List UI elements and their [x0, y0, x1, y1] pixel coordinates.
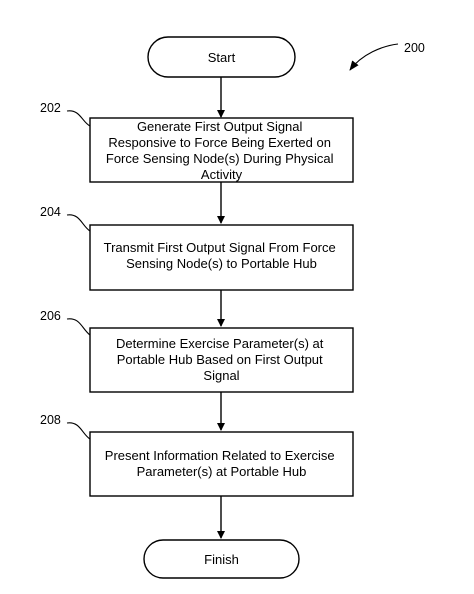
step-ref-leader-206	[66, 318, 91, 336]
svg-text:Determine Exercise Parameter(s: Determine Exercise Parameter(s) at Porta…	[116, 336, 327, 383]
step-208-line-1: Present Information Related to Exercise	[105, 448, 335, 463]
svg-text:Transmit First Output Signal F: Transmit First Output Signal From Force …	[104, 240, 340, 271]
step-206-line-2: Portable Hub Based on First Output	[117, 352, 323, 367]
start-terminal: Start	[147, 36, 296, 78]
start-label: Start	[208, 50, 236, 65]
process-box-208	[89, 431, 354, 497]
step-ref-label-206: 206	[40, 309, 61, 323]
step-202-line-4: Activity	[201, 167, 243, 182]
process-box-206	[89, 327, 354, 393]
step-202-line-2: Responsive to Force Being Exerted on	[108, 135, 331, 150]
svg-text:Generate First Output Signal: Generate First Output Signal Responsive …	[106, 119, 337, 182]
process-box-202	[89, 117, 354, 183]
finish-terminal: Finish	[143, 539, 300, 579]
step-202-line-1: Generate First Output Signal	[137, 119, 303, 134]
step-ref-label-204: 204	[40, 205, 61, 219]
step-204-line-2: Sensing Node(s) to Portable Hub	[126, 256, 317, 271]
step-208-line-2: Parameter(s) at Portable Hub	[137, 464, 307, 479]
step-206-line-1: Determine Exercise Parameter(s) at	[116, 336, 324, 351]
finish-label: Finish	[204, 552, 239, 567]
step-206: 206 Determine Exercise Parameter(s) at P…	[40, 309, 354, 393]
step-206-line-3: Signal	[203, 368, 239, 383]
step-204: 204 Transmit First Output Signal From Fo…	[40, 205, 354, 291]
step-202: 202 Generate First Output Signal Respons…	[40, 101, 354, 183]
step-ref-leader-208	[66, 422, 91, 440]
step-ref-leader-204	[66, 214, 91, 232]
step-208: 208 Present Information Related to Exerc…	[40, 413, 354, 497]
step-204-line-1: Transmit First Output Signal From Force	[104, 240, 336, 255]
svg-text:Present Information Related to: Present Information Related to Exercise …	[105, 448, 338, 479]
step-ref-label-208: 208	[40, 413, 61, 427]
figure-ref-label: 200	[404, 41, 425, 55]
step-202-line-3: Force Sensing Node(s) During Physical	[106, 151, 334, 166]
figure-ref-arrow	[349, 43, 399, 71]
step-ref-label-202: 202	[40, 101, 61, 115]
step-ref-leader-202	[66, 110, 91, 127]
